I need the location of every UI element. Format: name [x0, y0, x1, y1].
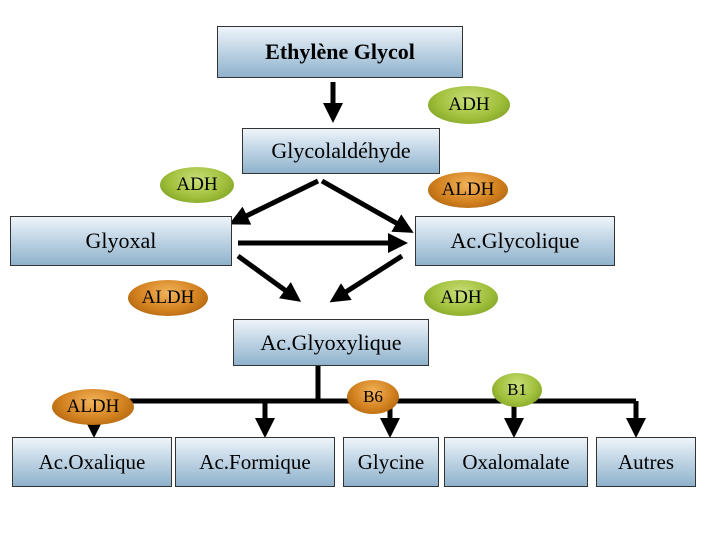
enzyme-adh-badge: ADH — [160, 167, 234, 203]
enzyme-aldh-badge: ALDH — [128, 280, 208, 316]
arrow-glycolic-to-glyoxylic — [329, 253, 404, 303]
cofactor-b6-badge: B6 — [347, 380, 399, 414]
node-glyoxylic-acid: Ac.Glyoxylique — [233, 319, 429, 366]
enzyme-adh-badge: ADH — [428, 86, 510, 124]
arrow-glyoxal-to-glyoxylic — [236, 253, 302, 302]
arrow-glycolaldehyde-to-glyoxal — [229, 178, 320, 225]
enzyme-aldh-badge: ALDH — [52, 389, 134, 425]
arrow-glycolaldehyde-to-glycolic — [320, 178, 414, 233]
enzyme-adh-badge: ADH — [424, 280, 498, 316]
node-ethylene-glycol: Ethylène Glycol — [217, 26, 463, 78]
node-formic-acid: Ac.Formique — [175, 437, 335, 487]
node-oxalomalate: Oxalomalate — [444, 437, 588, 487]
node-glycolic-acid: Ac.Glycolique — [415, 216, 615, 266]
node-glyoxal: Glyoxal — [10, 216, 232, 266]
enzyme-aldh-badge: ALDH — [428, 172, 508, 208]
node-others: Autres — [596, 437, 696, 487]
node-oxalic-acid: Ac.Oxalique — [12, 437, 172, 487]
node-glycolaldehyde: Glycolaldéhyde — [242, 128, 440, 174]
cofactor-b1-badge: B1 — [492, 373, 542, 407]
node-glycine: Glycine — [343, 437, 439, 487]
